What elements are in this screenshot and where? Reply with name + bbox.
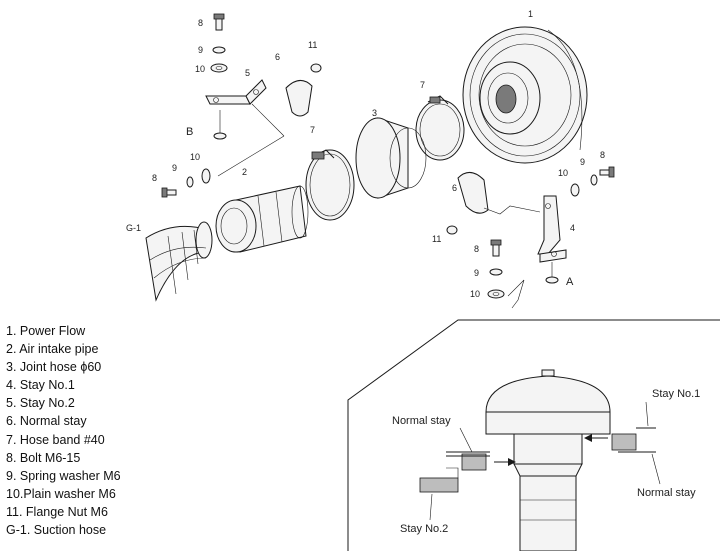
callout-4: 4 <box>570 223 575 233</box>
hose-band-upper <box>415 95 465 161</box>
inset-label-normal-stay-left: Normal stay <box>392 415 451 427</box>
callout-2: 2 <box>242 167 247 177</box>
legend-item: 3. Joint hose ϕ60 <box>6 360 102 375</box>
callout-11-lower: 11 <box>432 234 441 244</box>
callout-9-left: 9 <box>172 163 177 173</box>
callout-10-left: 10 <box>190 152 200 162</box>
legend-item: 7. Hose band #40 <box>6 432 105 447</box>
upper-left-stays <box>205 63 322 177</box>
inset-detail <box>347 319 720 551</box>
callout-6-lower: 6 <box>452 183 457 193</box>
callout-6-upper: 6 <box>275 52 280 62</box>
legend-item: 1. Power Flow <box>6 324 86 338</box>
callout-b: B <box>186 126 193 138</box>
inset-label-normal-stay-right: Normal stay <box>637 487 696 499</box>
left-bolt-stack <box>161 168 211 198</box>
callout-g1: G-1 <box>126 223 141 233</box>
suction-hose <box>145 221 213 302</box>
inset-label-stay-no1: Stay No.1 <box>652 388 700 400</box>
legend-item: 2. Air intake pipe <box>6 342 99 357</box>
callout-9-right: 9 <box>580 157 585 167</box>
lower-bolt-stack <box>487 239 525 309</box>
callout-1: 1 <box>528 9 533 19</box>
callout-11-upper: 11 <box>308 40 317 50</box>
callout-10-top: 10 <box>195 64 205 74</box>
callout-8-left: 8 <box>152 173 157 183</box>
hose-band-middle <box>305 149 355 221</box>
legend-item: 6. Normal stay <box>6 414 87 429</box>
legend-item: 5. Stay No.2 <box>6 396 75 411</box>
callout-3: 3 <box>372 108 377 118</box>
callout-7-middle: 7 <box>310 125 315 135</box>
power-flow-filter <box>462 26 588 164</box>
legend-item: 9. Spring washer M6 <box>6 468 121 483</box>
callout-9-top: 9 <box>198 45 203 55</box>
callout-10-bottom: 10 <box>470 289 480 299</box>
callout-8-bottom: 8 <box>474 244 479 254</box>
legend-item: 11. Flange Nut M6 <box>6 504 108 519</box>
parts-legend: 1. Power Flow 2. Air intake pipe 3. Join… <box>6 322 121 539</box>
legend-item: 4. Stay No.1 <box>6 378 75 393</box>
legend-item: 10.Plain washer M6 <box>6 486 116 501</box>
callout-8-right: 8 <box>600 150 605 160</box>
callout-10-right: 10 <box>558 168 568 178</box>
callout-a: A <box>566 276 574 288</box>
inset-label-stay-no2: Stay No.2 <box>400 523 448 535</box>
legend-item: G-1. Suction hose <box>6 523 107 538</box>
callout-8-top: 8 <box>198 18 203 28</box>
joint-hose <box>355 117 427 199</box>
upper-bolt-stack <box>210 13 228 73</box>
right-stays <box>446 172 567 284</box>
callout-9-bottom: 9 <box>474 268 479 278</box>
callout-7-upper: 7 <box>420 80 425 90</box>
callout-5: 5 <box>245 68 250 78</box>
right-bolt-stack <box>570 166 615 197</box>
air-intake-pipe <box>215 185 309 253</box>
legend-item: 8. Bolt M6-15 <box>6 450 81 465</box>
